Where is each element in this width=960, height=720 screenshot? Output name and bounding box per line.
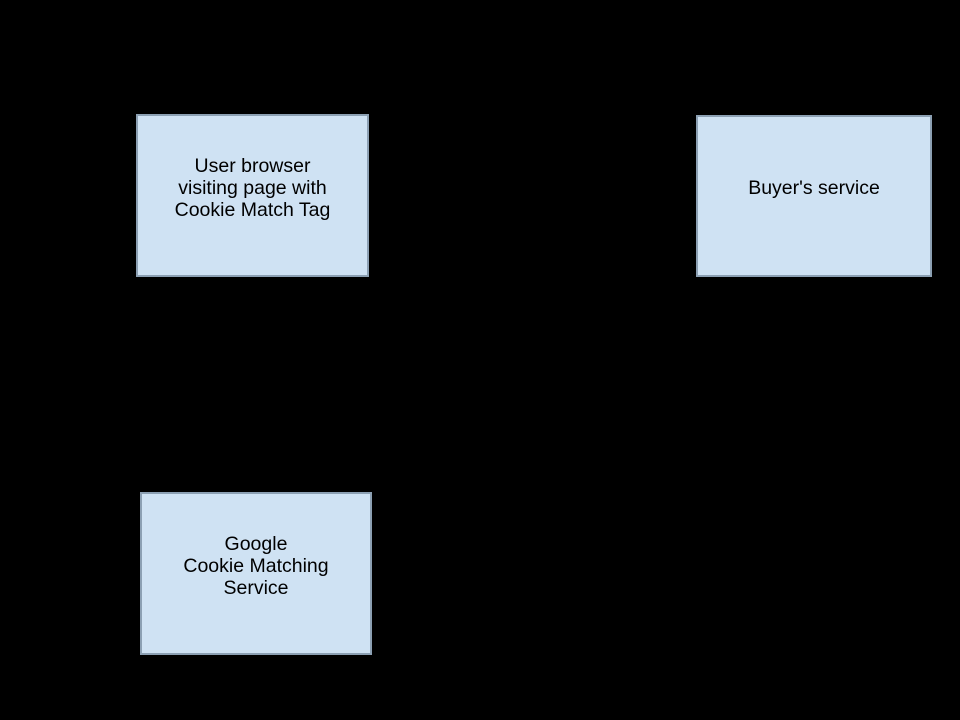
- node-label-line: Service: [223, 576, 289, 599]
- node-buyers-service: Buyer's service: [696, 115, 932, 277]
- node-google-cookie-matching-service: Google Cookie Matching Service: [140, 492, 372, 655]
- node-label-line: visiting page with: [178, 176, 327, 199]
- node-label-line: User browser: [194, 154, 311, 177]
- node-label-line: Google: [224, 532, 288, 555]
- node-label-line: Buyer's service: [748, 177, 880, 199]
- node-label-line: Cookie Matching: [183, 554, 329, 577]
- node-user-browser: User browser visiting page with Cookie M…: [136, 114, 369, 277]
- node-label-line: Cookie Match Tag: [174, 198, 331, 221]
- node-google-cookie-matching-service-label: Google Cookie Matching Service: [183, 533, 328, 599]
- node-user-browser-label: User browser visiting page with Cookie M…: [175, 155, 331, 221]
- node-buyers-service-label: Buyer's service: [748, 177, 880, 199]
